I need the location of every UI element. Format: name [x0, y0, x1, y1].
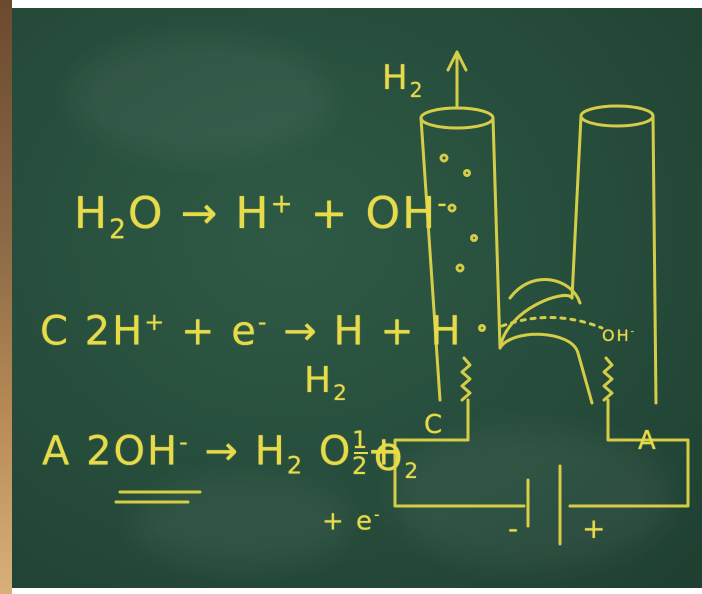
ion-path [500, 315, 604, 330]
equation-cathode: C 2H+ + e- → H + H [40, 308, 463, 355]
plus-label: + [582, 512, 608, 545]
right-tube-walls [570, 114, 658, 405]
bridge [508, 278, 582, 305]
right-tube-top [579, 104, 655, 128]
wall-edge [0, 0, 12, 594]
chalkboard: H2O → H+ + OH- C 2H+ + e- → H + H H2 A 2… [12, 8, 702, 588]
equation-cathode-result: H2 [304, 360, 349, 407]
gas-label: H2 [382, 58, 425, 102]
minus-label: - [508, 512, 521, 545]
cathode-wire [393, 398, 526, 508]
electrolysis-apparatus [114, 50, 690, 546]
anode-electrode [602, 356, 614, 402]
ion-label: OH- [602, 326, 637, 345]
left-tube-walls [419, 116, 502, 402]
underline [114, 490, 202, 504]
equation-dissociation: H2O → H+ + OH- [74, 188, 449, 245]
left-tube-top [419, 106, 495, 130]
equation-anode-oxygen: O2 [374, 438, 421, 485]
u-bend-outer [498, 293, 574, 350]
anode-wire [568, 398, 690, 508]
equation-anode-fraction: 1 2 [352, 426, 370, 480]
cathode-label: C [424, 410, 445, 440]
equation-anode-electrons: + e- [322, 506, 382, 537]
battery-symbol [526, 464, 562, 546]
equation-anode: A 2OH- → H2 O + [42, 428, 403, 480]
u-bend-inner [498, 332, 594, 405]
gas-arrow [446, 50, 468, 110]
cathode-electrode [460, 356, 472, 402]
